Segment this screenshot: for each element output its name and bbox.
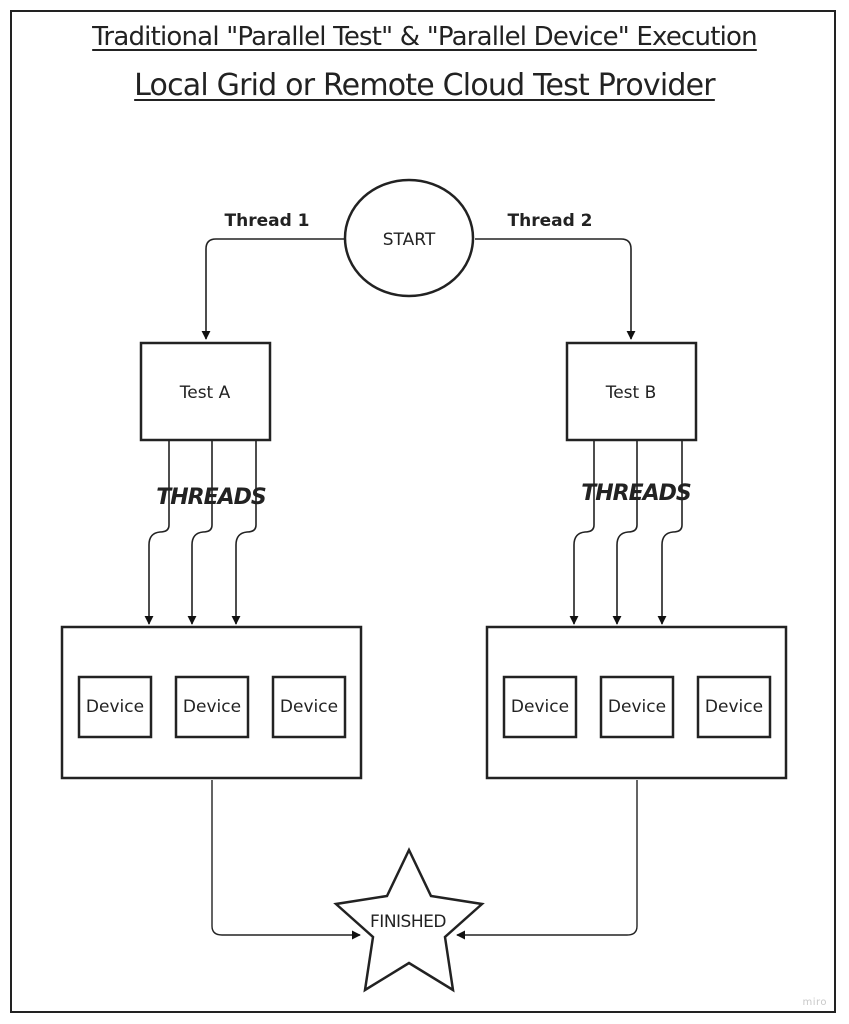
start-label: START <box>383 230 436 250</box>
thread-2-label: Thread 2 <box>508 211 593 231</box>
device-label: Device <box>86 697 144 717</box>
diagram-frame <box>10 10 836 1013</box>
test-b-node: Test B <box>565 341 698 442</box>
device-label: Device <box>705 697 763 717</box>
diagram-subtitle: Local Grid or Remote Cloud Test Provider <box>134 68 715 103</box>
device-node: Device <box>271 675 347 739</box>
device-group-left: Device Device Device <box>60 625 363 780</box>
connector-start-to-test-a <box>201 238 345 340</box>
device-label: Device <box>183 697 241 717</box>
connector-start-to-test-b <box>475 238 636 340</box>
threads-label-left: THREADS <box>156 485 266 510</box>
thread-1-label: Thread 1 <box>225 211 310 231</box>
thread-connector-a3 <box>231 441 257 625</box>
device-label: Device <box>511 697 569 717</box>
device-node: Device <box>599 675 675 739</box>
device-node: Device <box>174 675 250 739</box>
thread-connector-b2 <box>612 441 638 625</box>
device-node: Device <box>502 675 578 739</box>
test-a-node: Test A <box>139 341 272 442</box>
device-label: Device <box>608 697 666 717</box>
device-label: Device <box>280 697 338 717</box>
diagram-title: Traditional "Parallel Test" & "Parallel … <box>92 22 757 52</box>
device-group-right: Device Device Device <box>485 625 788 780</box>
miro-watermark: miro <box>802 997 827 1008</box>
threads-label-right: THREADS <box>581 481 691 506</box>
device-node: Device <box>696 675 772 739</box>
connector-right-group-to-finished <box>456 780 638 940</box>
device-node: Device <box>77 675 153 739</box>
thread-connector-a2 <box>187 441 213 625</box>
test-b-label: Test B <box>605 383 657 403</box>
start-node: START <box>343 178 475 298</box>
thread-connector-a1 <box>144 441 170 625</box>
finished-label: FINISHED <box>370 912 446 932</box>
finished-node: FINISHED <box>333 847 485 993</box>
connector-left-group-to-finished <box>211 780 361 940</box>
thread-connector-b3 <box>657 441 683 625</box>
test-a-label: Test A <box>179 383 231 403</box>
thread-connector-b1 <box>569 441 595 625</box>
